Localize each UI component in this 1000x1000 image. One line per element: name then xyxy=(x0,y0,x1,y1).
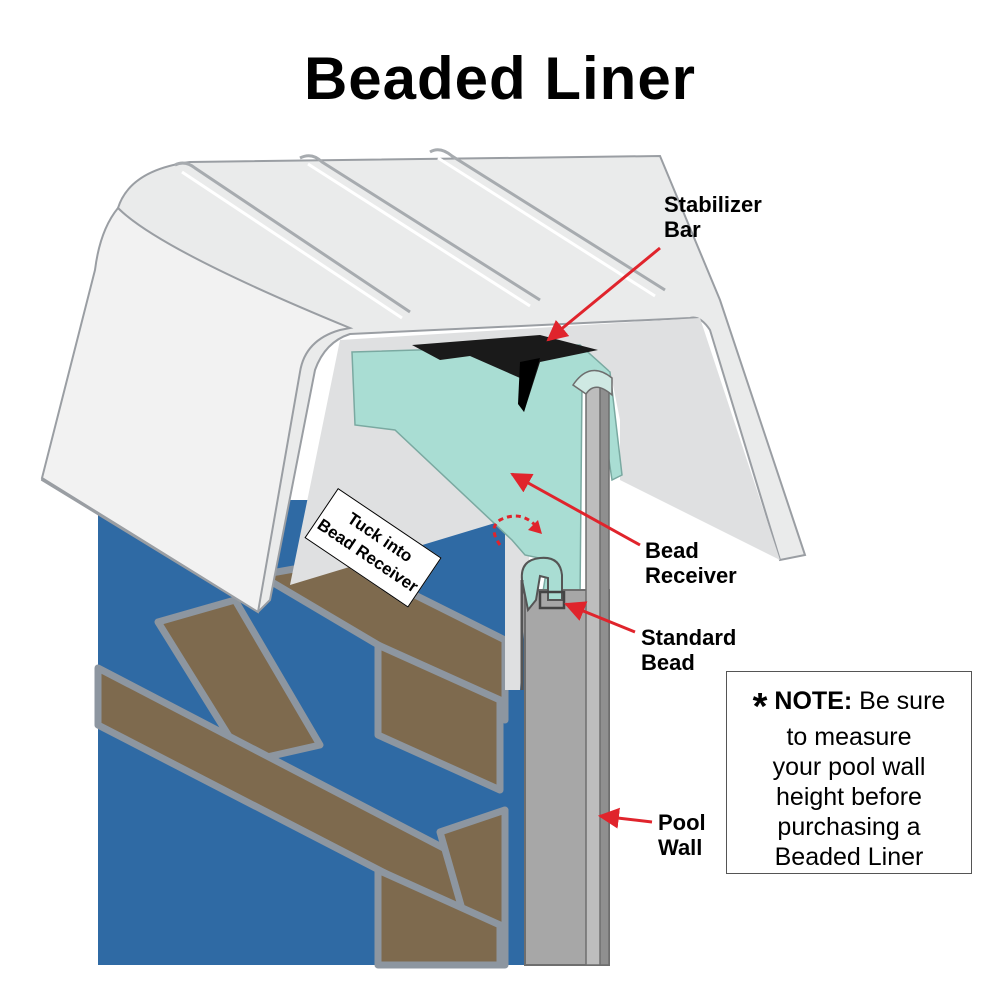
note-line6: Beaded Liner xyxy=(774,843,924,871)
note-line5: purchasing a xyxy=(777,813,921,841)
bead-receiver-label: Bead Receiver xyxy=(645,538,737,588)
note-asterisk: * xyxy=(752,686,768,728)
stabilizer-bar-arrow xyxy=(546,246,661,342)
pool-wall-arrow xyxy=(597,807,653,829)
note-label: NOTE: xyxy=(774,687,853,715)
pool-wall-label-line1: Pool xyxy=(658,810,706,835)
callout-arrows xyxy=(510,246,661,829)
stabilizer-bar-label-line1: Stabilizer xyxy=(664,192,762,217)
diagram-title: Beaded Liner xyxy=(303,45,697,112)
note-line4: height before xyxy=(776,783,922,811)
coping-ribs xyxy=(174,148,666,314)
pool-wall xyxy=(524,369,613,966)
bead-receiver-arrow xyxy=(510,472,641,547)
note-line3: your pool wall xyxy=(772,753,926,781)
bead-receiver-label-line2: Receiver xyxy=(645,563,737,588)
pool-wall-label: Pool Wall xyxy=(658,810,706,860)
stabilizer-bar-label-line2: Bar xyxy=(664,217,701,242)
note-line2: to measure xyxy=(786,723,912,751)
standard-bead xyxy=(520,556,566,690)
note-line1: Be sure xyxy=(859,687,946,715)
note-box: * NOTE: Be sure to measure your pool wal… xyxy=(726,671,972,874)
stabilizer-bar xyxy=(412,335,598,412)
note-first-line: * NOTE: Be sure xyxy=(727,686,971,726)
standard-bead-arrow xyxy=(564,601,636,634)
tuck-direction-arrow xyxy=(492,514,542,546)
standard-bead-label: Standard Bead xyxy=(641,625,736,675)
pool-wall-label-line2: Wall xyxy=(658,835,703,860)
standard-bead-label-line2: Bead xyxy=(641,650,695,675)
standard-bead-label-line1: Standard xyxy=(641,625,737,650)
bead-receiver-label-line1: Bead xyxy=(645,538,699,563)
brick-pattern xyxy=(94,556,509,969)
stabilizer-bar-label: Stabilizer Bar xyxy=(664,192,762,242)
